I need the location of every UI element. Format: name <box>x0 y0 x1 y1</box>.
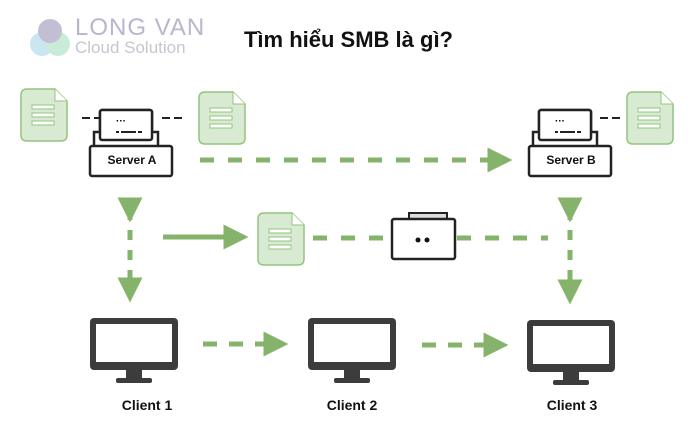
client-2-label: Client 2 <box>326 397 378 413</box>
storage-device-icon <box>390 212 457 261</box>
file-icon <box>198 91 246 145</box>
client-1-monitor-icon <box>90 318 178 383</box>
data-flow-arrows <box>117 147 583 358</box>
logo-text: LONG VAN <box>75 14 206 41</box>
server-a-label: Server A <box>107 153 157 167</box>
client-1-label: Client 1 <box>121 397 173 413</box>
client-3-label: Client 3 <box>546 397 598 413</box>
client-2-monitor-icon <box>308 318 396 383</box>
file-icon <box>626 91 674 145</box>
logo-subtext: Cloud Solution <box>75 38 186 57</box>
page-title: Tìm hiểu SMB là gì? <box>243 27 453 52</box>
server-b-label: Server B <box>546 153 596 167</box>
client-3-monitor-icon <box>527 320 615 385</box>
logo-icon <box>30 19 70 56</box>
file-icon <box>20 88 68 142</box>
file-icon <box>257 212 305 266</box>
